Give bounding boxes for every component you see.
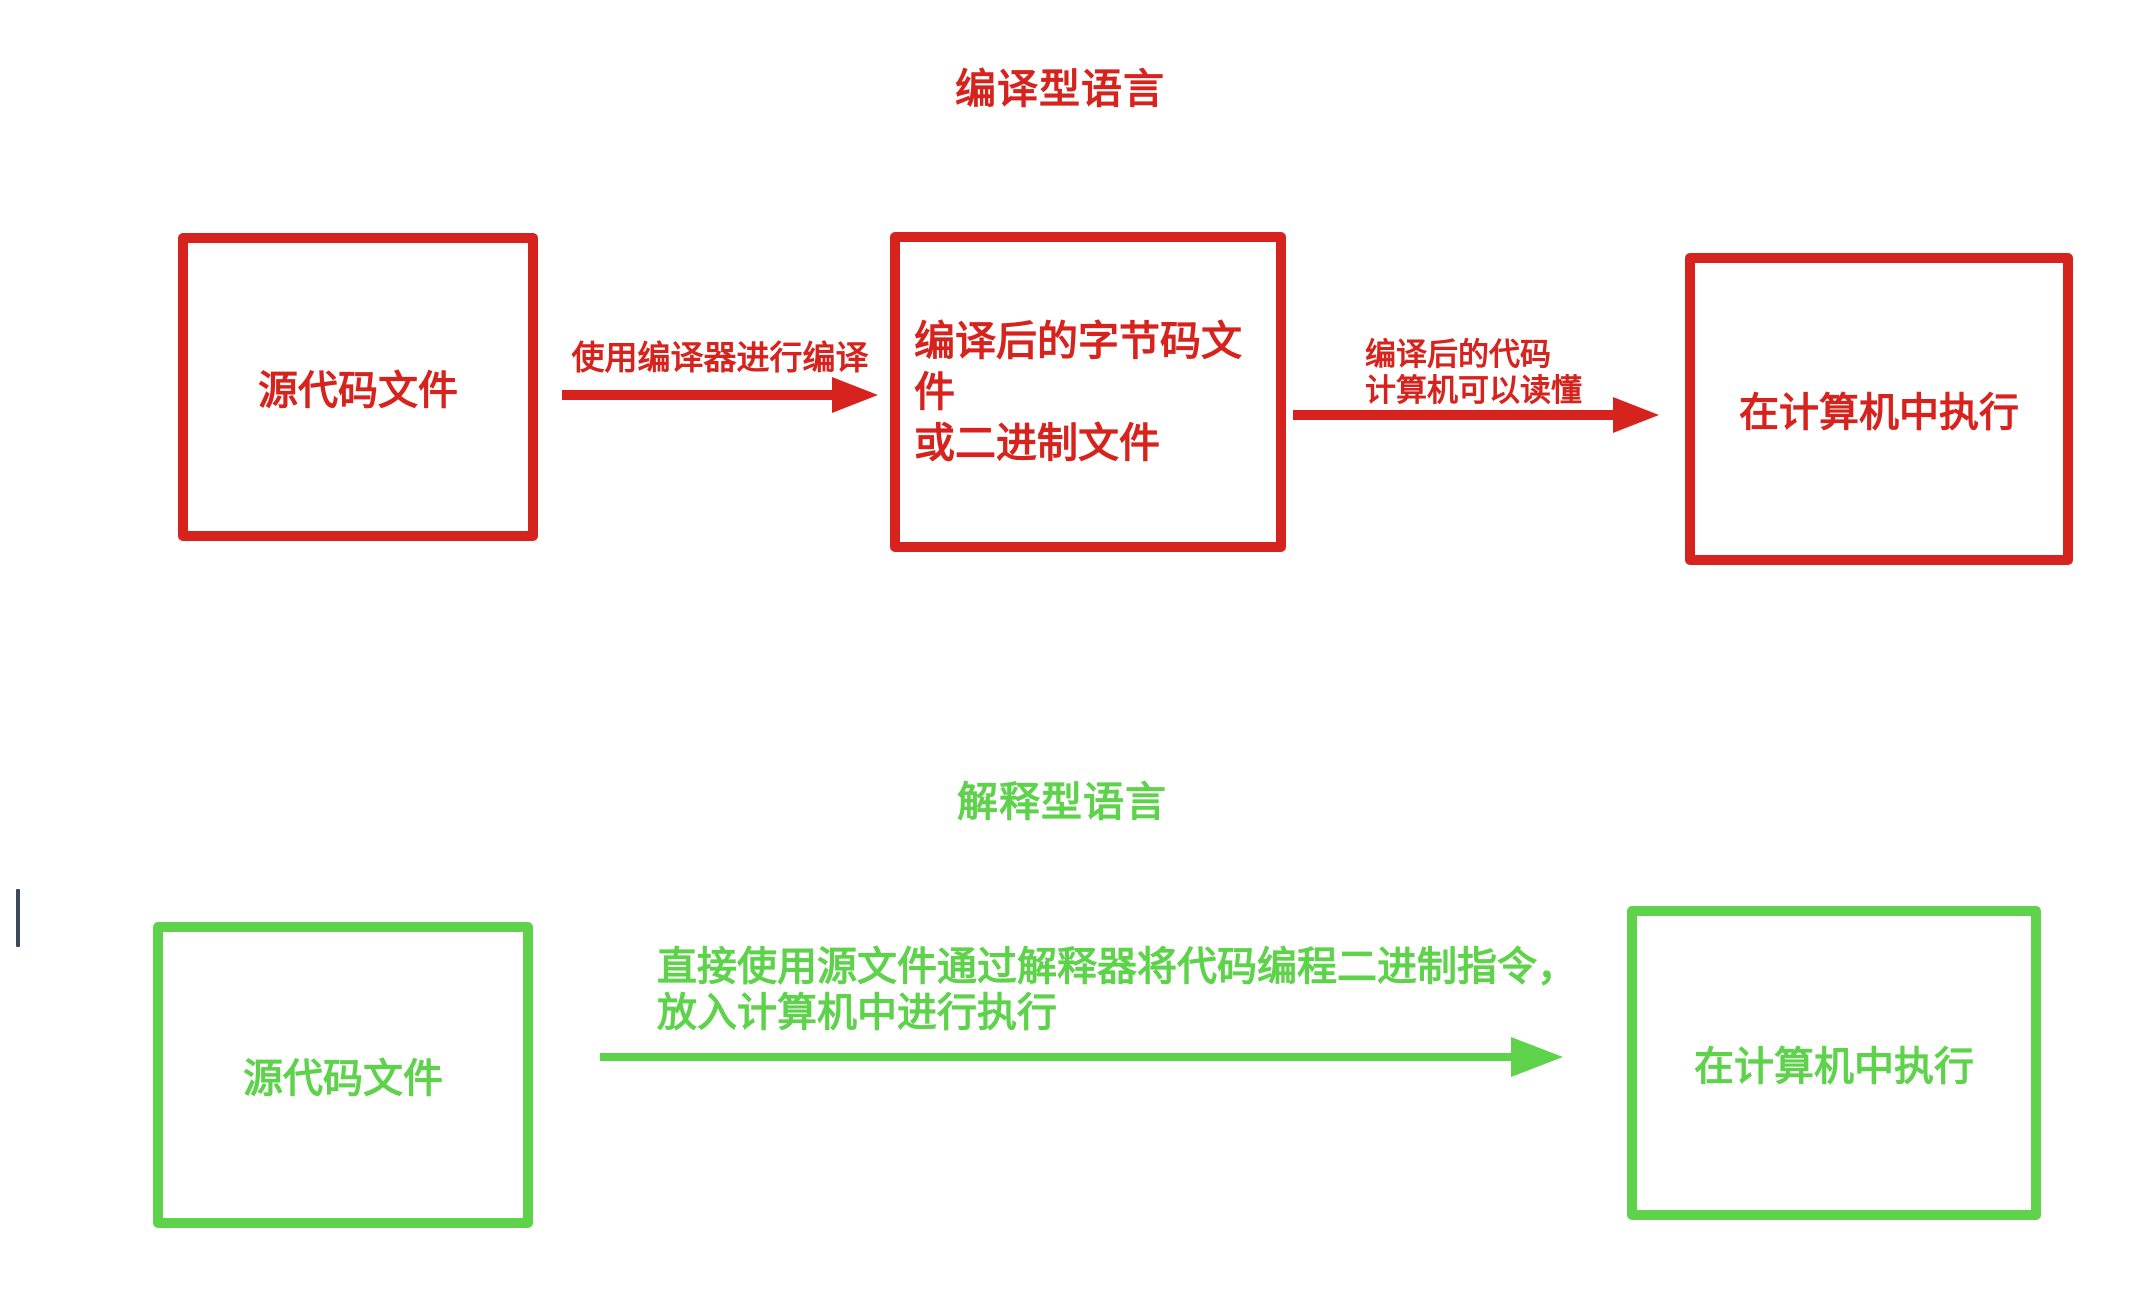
arrow-shaft bbox=[600, 1053, 1516, 1061]
interpret-arrow bbox=[600, 1037, 1563, 1077]
interpreted-section-title: 解释型语言 bbox=[957, 779, 1167, 825]
arrow-shaft bbox=[562, 390, 838, 400]
interpret-arrow-label: 直接使用源文件通过解释器将代码编程二进制指令， 放入计算机中进行执行 bbox=[657, 944, 1577, 1036]
interpret-arrow-label-line-2: 放入计算机中进行执行 bbox=[657, 991, 1057, 1035]
compiled-bytecode-label-line-2: 或二进制文件 bbox=[914, 419, 1160, 466]
interpreted-execute-label: 在计算机中执行 bbox=[1694, 1045, 1974, 1089]
text-cursor bbox=[16, 889, 20, 947]
compiled-bytecode-label-line-1: 编译后的字节码文件 bbox=[914, 317, 1242, 415]
compile-arrow bbox=[562, 377, 878, 413]
compiled-bytecode-label: 编译后的字节码文件 或二进制文件 bbox=[914, 316, 1276, 469]
interpret-arrow-label-line-1: 直接使用源文件通过解释器将代码编程二进制指令， bbox=[657, 945, 1577, 989]
compile-arrow-label: 使用编译器进行编译 bbox=[571, 339, 869, 376]
compiled-execute-label: 在计算机中执行 bbox=[1739, 391, 2019, 435]
interpreted-execute-box: 在计算机中执行 bbox=[1627, 906, 2041, 1220]
interpreted-source-code-box: 源代码文件 bbox=[153, 922, 533, 1228]
arrow-head bbox=[832, 377, 878, 413]
readable-arrow-label-line-2: 计算机可以读懂 bbox=[1365, 373, 1582, 408]
compiled-source-code-box: 源代码文件 bbox=[178, 233, 538, 541]
compiled-bytecode-box: 编译后的字节码文件 或二进制文件 bbox=[890, 232, 1286, 552]
readable-arrow-label-line-1: 编译后的代码 bbox=[1365, 337, 1551, 372]
arrow-head bbox=[1511, 1037, 1563, 1077]
compiled-section-title: 编译型语言 bbox=[955, 66, 1165, 112]
readable-arrow-label: 编译后的代码 计算机可以读懂 bbox=[1365, 337, 1582, 409]
compiled-execute-box: 在计算机中执行 bbox=[1685, 253, 2073, 565]
interpreted-source-code-label: 源代码文件 bbox=[243, 1057, 443, 1101]
readable-arrow bbox=[1293, 397, 1659, 433]
arrow-head bbox=[1613, 397, 1659, 433]
arrow-shaft bbox=[1293, 410, 1619, 420]
compiled-source-code-label: 源代码文件 bbox=[258, 369, 458, 413]
